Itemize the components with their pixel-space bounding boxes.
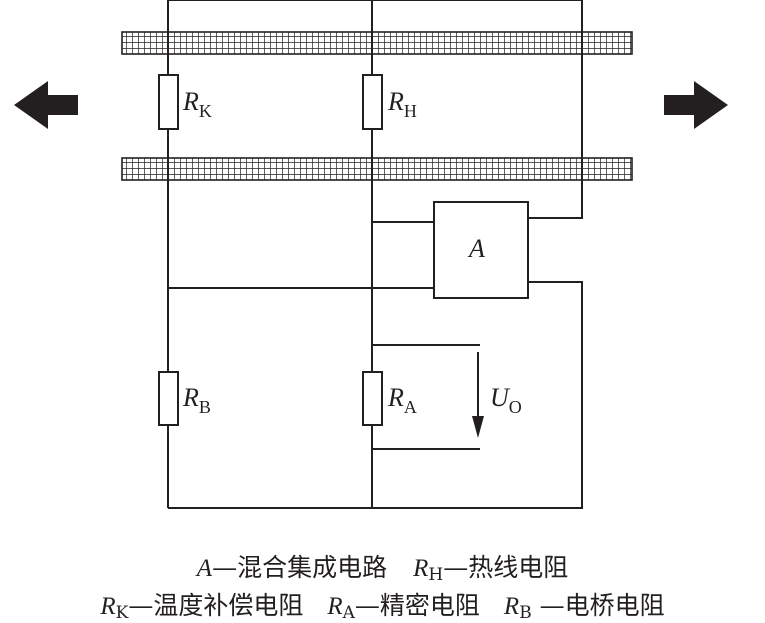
legend-rb-symbol: R [503,593,520,620]
amplifier-label: A [467,234,485,263]
legend-rh-text: —热线电阻 [443,553,569,582]
legend-rh-symbol: R [413,555,429,582]
uo-arrow-icon [472,416,484,438]
legend-ra-symbol: R [327,593,343,620]
legend-rk-text: —温度补偿电阻 [128,591,304,620]
legend-rh-sub: H [428,565,444,585]
mesh-screen-bottom [121,157,633,181]
legend-ra-text: —精密电阻 [354,591,480,620]
resistor-rk [158,74,179,130]
rb-label: RB [182,383,211,417]
ra-label: RA [387,383,417,417]
rh-label: RH [387,87,417,121]
rk-label: RK [182,87,212,121]
legend-rk-symbol: R [100,593,116,620]
uo-label: UO [490,383,522,417]
mesh-screen-top [121,31,633,55]
legend-ra-sub: A [342,603,355,623]
resistor-rb [158,371,179,426]
circuit-diagram: RK RH RB RA UO A [14,0,728,509]
resistor-rh [362,74,383,130]
legend-line-1: A—混合集成电路 RH—热线电阻 [0,548,765,585]
legend-rb-sub: B [519,603,532,623]
legend-a-symbol: A [196,555,213,582]
legend-rb-text: —电桥电阻 [531,591,665,620]
circuit-wires [167,0,583,509]
flow-arrow-right-icon [664,81,728,129]
amplifier-box [433,201,529,299]
resistor-ra [362,371,383,426]
legend-rk-sub: K [115,603,129,623]
legend-a-text: —混合集成电路 [212,553,388,582]
flow-arrow-left-icon [14,81,78,129]
flow-tube [121,31,633,181]
